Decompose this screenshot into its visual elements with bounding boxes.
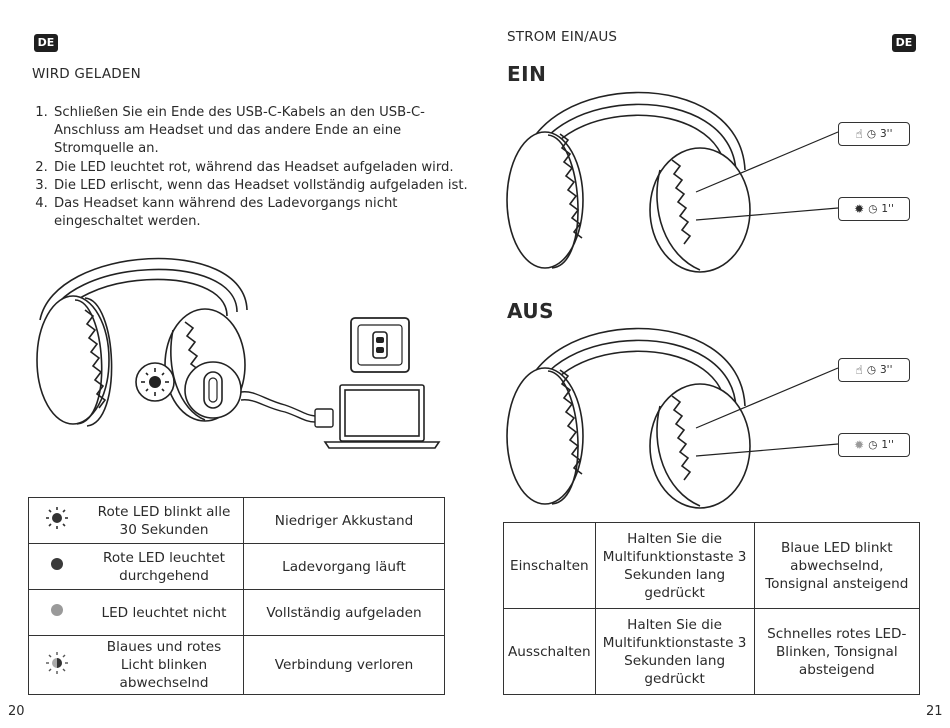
table-row: Rote LED blinkt alle 30 Sekunden Niedrig… bbox=[28, 497, 445, 544]
led-duration: 1'' bbox=[881, 439, 894, 451]
clock-icon: ◷ bbox=[868, 203, 878, 215]
power-table: Einschalten Halten Sie die Multifunktion… bbox=[503, 522, 921, 695]
led-blink-icon: ✹ bbox=[854, 438, 865, 452]
step-item: Die LED erlischt, wenn das Headset volls… bbox=[52, 177, 472, 195]
status-description: Vollständig aufgeladen bbox=[243, 589, 445, 636]
table-cell-icon bbox=[28, 589, 85, 636]
action-cell: Ausschalten bbox=[503, 608, 596, 695]
usb-c-outlet-icon bbox=[350, 317, 410, 373]
led-blink-icon bbox=[141, 368, 169, 396]
language-badge-right: DE bbox=[892, 34, 916, 52]
clock-icon: ◷ bbox=[866, 364, 876, 376]
half-blink-icon bbox=[46, 651, 68, 674]
charging-illustration bbox=[36, 257, 441, 449]
status-description: Verbindung verloren bbox=[243, 635, 445, 695]
press-duration: 3'' bbox=[880, 364, 893, 376]
led-description: Rote LED blinkt alle 30 Sekunden bbox=[85, 497, 244, 544]
press-button-callout-on: ☝ ◷ 3'' bbox=[838, 122, 910, 146]
result-cell: Schnelles rotes LED-Blinken, Tonsignal a… bbox=[753, 608, 921, 695]
action-cell: Einschalten bbox=[503, 522, 596, 609]
press-duration: 3'' bbox=[880, 128, 893, 140]
led-description: Rote LED leuchtet durchgehend bbox=[85, 543, 244, 590]
finger-press-icon: ☝ bbox=[855, 127, 863, 141]
step-item: Schließen Sie ein Ende des USB-C-Kabels … bbox=[52, 104, 472, 159]
table-row: Ausschalten Halten Sie die Multifunktion… bbox=[503, 608, 921, 695]
finger-press-icon: ☝ bbox=[855, 363, 863, 377]
red-blink-icon bbox=[46, 507, 68, 529]
section-heading-charging: WIRD GELADEN bbox=[32, 66, 141, 82]
led-blink-icon: ✹ bbox=[854, 202, 865, 216]
headset-on-illustration bbox=[506, 91, 839, 273]
led-status-table: Rote LED blinkt alle 30 Sekunden Niedrig… bbox=[28, 497, 445, 695]
page-number-left: 20 bbox=[8, 704, 25, 719]
step-item: Die LED leuchtet rot, während das Headse… bbox=[52, 159, 472, 177]
table-row: Rote LED leuchtet durchgehend Ladevorgan… bbox=[28, 543, 445, 590]
charging-steps: Schließen Sie ein Ende des USB-C-Kabels … bbox=[32, 104, 472, 231]
table-cell-icon bbox=[28, 497, 85, 544]
usb-cable bbox=[240, 391, 316, 417]
status-description: Niedriger Akkustand bbox=[243, 497, 445, 544]
section-heading-power: STROM EIN/AUS bbox=[507, 29, 618, 45]
page-number-right: 21 bbox=[926, 704, 943, 719]
result-cell: Blaue LED blinkt abwechselnd, Tonsignal … bbox=[753, 522, 921, 609]
led-description: LED leuchtet nicht bbox=[85, 589, 244, 636]
clock-icon: ◷ bbox=[868, 439, 878, 451]
instruction-cell: Halten Sie die Multifunktionstaste 3 Sek… bbox=[594, 608, 755, 695]
table-row: Blaues und rotes Licht blinken abwechsel… bbox=[28, 635, 445, 695]
power-off-label: AUS bbox=[507, 299, 555, 323]
laptop-icon bbox=[323, 384, 441, 449]
press-button-callout-off: ☝ ◷ 3'' bbox=[838, 358, 910, 382]
status-description: Ladevorgang läuft bbox=[243, 543, 445, 590]
led-callout-on: ✹ ◷ 1'' bbox=[838, 197, 910, 221]
led-callout-off: ✹ ◷ 1'' bbox=[838, 433, 910, 457]
clock-icon: ◷ bbox=[866, 128, 876, 140]
usb-plug bbox=[314, 408, 334, 428]
language-badge-left: DE bbox=[34, 34, 58, 52]
usb-port-icon bbox=[203, 371, 223, 409]
led-description: Blaues und rotes Licht blinken abwechsel… bbox=[85, 635, 244, 695]
headset-off-illustration bbox=[506, 327, 839, 509]
grey-dot-icon bbox=[51, 604, 63, 616]
table-row: Einschalten Halten Sie die Multifunktion… bbox=[503, 522, 921, 609]
led-duration: 1'' bbox=[881, 203, 894, 215]
instruction-cell: Halten Sie die Multifunktionstaste 3 Sek… bbox=[594, 522, 755, 609]
power-on-label: EIN bbox=[507, 62, 547, 86]
port-callout bbox=[184, 361, 242, 419]
table-cell-icon bbox=[28, 635, 85, 695]
dark-dot-icon bbox=[51, 558, 63, 570]
table-row: LED leuchtet nicht Vollständig aufgelade… bbox=[28, 589, 445, 636]
table-cell-icon bbox=[28, 543, 85, 590]
step-item: Das Headset kann während des Ladevorgang… bbox=[52, 195, 472, 231]
